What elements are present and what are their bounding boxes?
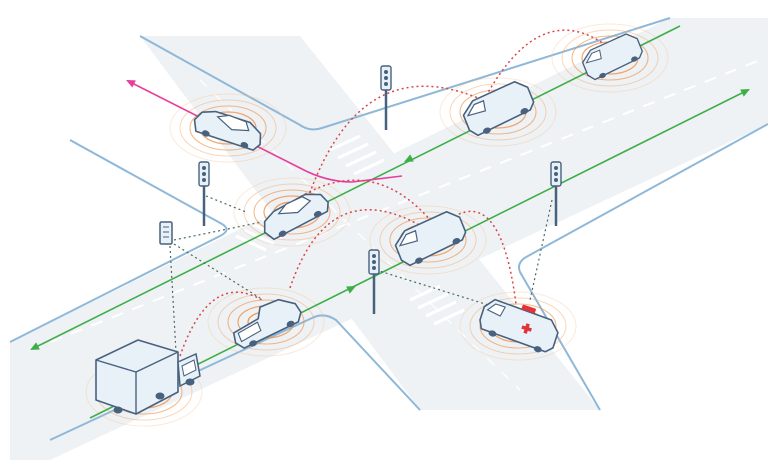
crosswalk-north — [329, 134, 385, 176]
ambulance-icon — [479, 298, 559, 353]
truck-icon — [95, 339, 201, 415]
road-edge-top-left — [139, 17, 671, 131]
box-truck — [95, 339, 201, 415]
v2i-links — [169, 195, 553, 353]
magenta-route — [129, 81, 403, 183]
traffic-light-top — [379, 64, 393, 132]
road-edge-top-left-outer — [9, 139, 228, 343]
roadside-unit-icon — [159, 221, 173, 245]
traffic-light-icon — [379, 64, 393, 132]
direction-arrow-icon — [124, 76, 136, 88]
road-edge-right — [518, 123, 768, 411]
green-route-upper — [33, 25, 681, 349]
lane-divider-cross — [199, 79, 521, 391]
crosswalk-south — [409, 284, 465, 326]
ambulance — [479, 298, 559, 353]
roadside-unit — [159, 221, 173, 245]
v2v-links — [179, 29, 605, 357]
road-edge-bottom-left — [49, 314, 421, 441]
